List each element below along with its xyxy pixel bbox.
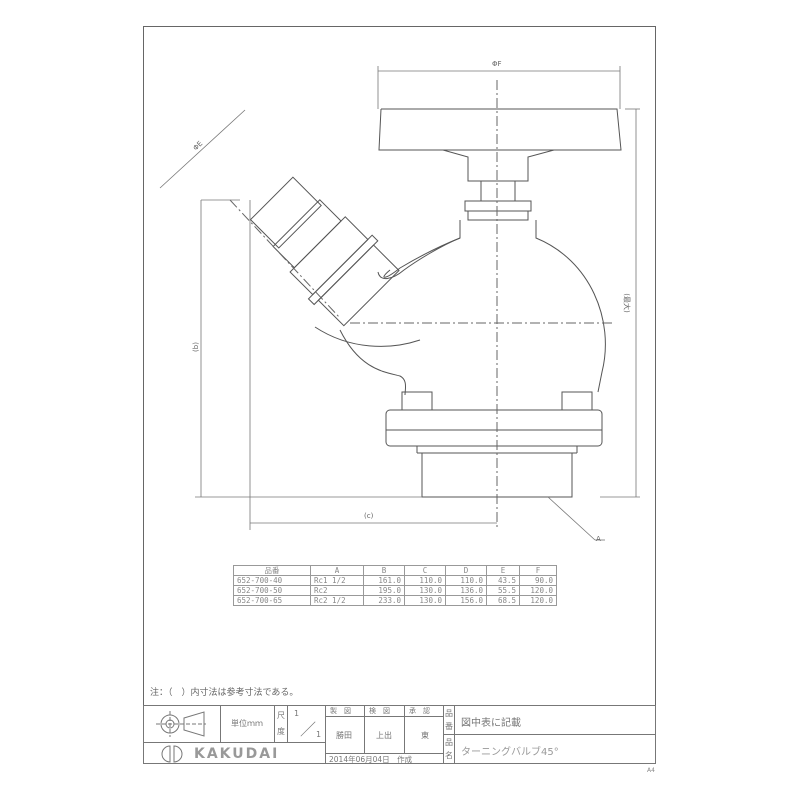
paper-size: A4 — [647, 767, 655, 774]
approved-by-cell: 東 — [404, 716, 444, 754]
header-cell: F — [519, 565, 557, 576]
cell: 652-700-50 — [233, 585, 311, 596]
scale-numerator: 1 — [294, 709, 300, 718]
scale-denominator: 1 — [316, 730, 322, 739]
checked-label: 検 図 — [369, 707, 390, 715]
part-no-cell: 図中表に記載 — [454, 705, 656, 735]
drawn-by-cell: 勝田 — [325, 716, 365, 754]
scale-slash: ／ — [300, 720, 317, 739]
cell: 55.5 — [486, 585, 520, 596]
cell: 136.0 — [445, 585, 487, 596]
center-lines — [229, 80, 612, 530]
cell: 233.0 — [363, 595, 405, 606]
approved-label: 承 認 — [409, 707, 430, 715]
header-cell: E — [486, 565, 520, 576]
part-no-label: 番 — [445, 722, 453, 731]
checked-by: 上出 — [376, 731, 392, 740]
header-cell: B — [363, 565, 405, 576]
dim-a: A — [596, 535, 601, 543]
handle-wheel — [378, 108, 622, 221]
company-name: KAKUDAI — [194, 746, 280, 762]
inlet-45deg — [249, 176, 400, 327]
projection-cell — [143, 705, 221, 743]
scale-value-cell: 1 ／ 1 — [287, 705, 326, 743]
cell: Rc2 — [310, 585, 364, 596]
table-header-row: 品番 A B C D E F — [233, 565, 557, 576]
scale-label: 尺 — [277, 711, 285, 720]
checked-by-cell: 上出 — [364, 716, 405, 754]
approved-by: 東 — [421, 731, 429, 740]
dim-max: (最大) — [622, 293, 631, 313]
dim-b: (b) — [191, 342, 200, 352]
cell: 652-700-65 — [233, 595, 311, 606]
valve-body — [314, 220, 606, 396]
scale-label-cell: 尺 度 — [274, 705, 288, 743]
creation-date: 2014年06月04日 作成 — [329, 755, 413, 764]
cell: 68.5 — [486, 595, 520, 606]
table-row: 652-700-40 Rc1 1/2 161.0 110.0 110.0 43.… — [233, 575, 557, 586]
spec-table: 品番 A B C D E F 652-700-40 Rc1 1/2 161.0 … — [233, 565, 557, 606]
cell: 652-700-40 — [233, 575, 311, 586]
table-row: 652-700-50 Rc2 195.0 130.0 136.0 55.5 12… — [233, 585, 557, 596]
unit-cell: 単位ｍｍ — [220, 705, 275, 743]
dim-phi-f: ΦF — [492, 60, 502, 68]
cell: 120.0 — [519, 595, 557, 606]
header-cell: 品番 — [233, 565, 311, 576]
part-name-cell: ターニングバルブ45° — [454, 734, 656, 764]
cell: Rc2 1/2 — [310, 595, 364, 606]
dim-c: (c) — [364, 512, 374, 520]
drawn-by: 勝田 — [336, 731, 352, 740]
cell: 130.0 — [404, 585, 446, 596]
part-name-value: ターニングバルブ45° — [461, 747, 559, 758]
cell: 195.0 — [363, 585, 405, 596]
header-cell: A — [310, 565, 364, 576]
cell: 43.5 — [486, 575, 520, 586]
cell: Rc1 1/2 — [310, 575, 364, 586]
kakudai-logo-icon — [161, 745, 183, 763]
cell: 90.0 — [519, 575, 557, 586]
table-row: 652-700-65 Rc2 1/2 233.0 130.0 156.0 68.… — [233, 595, 557, 606]
part-no-label: 品 — [445, 709, 453, 718]
cell: 161.0 — [363, 575, 405, 586]
part-name-label: 名 — [445, 751, 453, 760]
date-cell: 2014年06月04日 作成 — [325, 753, 444, 764]
dimension-note: 注：（ ）内寸法は参考寸法である。 — [150, 688, 299, 698]
part-no-value: 図中表に記載 — [461, 718, 521, 729]
cell: 110.0 — [404, 575, 446, 586]
part-name-label: 品 — [445, 738, 453, 747]
cell: 130.0 — [404, 595, 446, 606]
dimension-lines — [159, 66, 640, 541]
cell: 120.0 — [519, 585, 557, 596]
header-cell: D — [445, 565, 487, 576]
third-angle-projection-icon — [156, 711, 206, 737]
cell: 110.0 — [445, 575, 487, 586]
company-logo-cell: KAKUDAI — [143, 742, 326, 764]
header-cell: C — [404, 565, 446, 576]
drawn-label: 製 図 — [330, 707, 351, 715]
unit-label: 単位ｍｍ — [231, 719, 263, 728]
cell: 156.0 — [445, 595, 487, 606]
flange — [385, 409, 603, 498]
scale-label: 度 — [277, 727, 285, 736]
